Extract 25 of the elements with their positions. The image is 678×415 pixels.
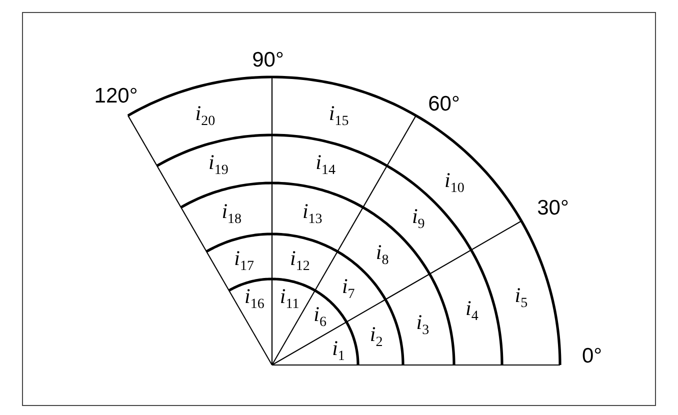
cell-label: i$_{11}$ — [280, 286, 300, 312]
cell-label: i$_{20}$ — [195, 102, 216, 129]
cell-label: i$_{10}$ — [444, 170, 464, 196]
cell-label: i$_{15}$ — [328, 102, 349, 129]
cell-label: i$_{16}$ — [244, 286, 264, 312]
angle-label: 0° — [582, 346, 602, 366]
angle-label: 90° — [252, 50, 284, 70]
angle-label: 120° — [94, 86, 138, 106]
cell-label: i$_{6}$ — [314, 304, 326, 330]
angle-label: 30° — [537, 198, 569, 218]
cell-label: i$_{17}$ — [234, 248, 254, 274]
cell-label: i$_{8}$ — [376, 242, 389, 268]
cell-label: i$_{1}$ — [332, 338, 345, 364]
cell-label: i$_{19}$ — [208, 152, 228, 178]
cell-label: i$_{7}$ — [342, 276, 355, 302]
cell-label: i$_{2}$ — [370, 324, 383, 350]
angle-label: 60° — [428, 94, 460, 114]
cell-label: i$_{5}$ — [514, 285, 528, 312]
cell-label: i$_{9}$ — [412, 206, 425, 232]
cell-label: i$_{18}$ — [222, 201, 242, 228]
cell-label: i$_{14}$ — [316, 152, 336, 178]
cell-label: i$_{13}$ — [302, 201, 322, 228]
cell-label: i$_{4}$ — [466, 298, 478, 324]
cell-label: i$_{3}$ — [416, 312, 430, 338]
cell-label: i$_{12}$ — [290, 248, 310, 274]
